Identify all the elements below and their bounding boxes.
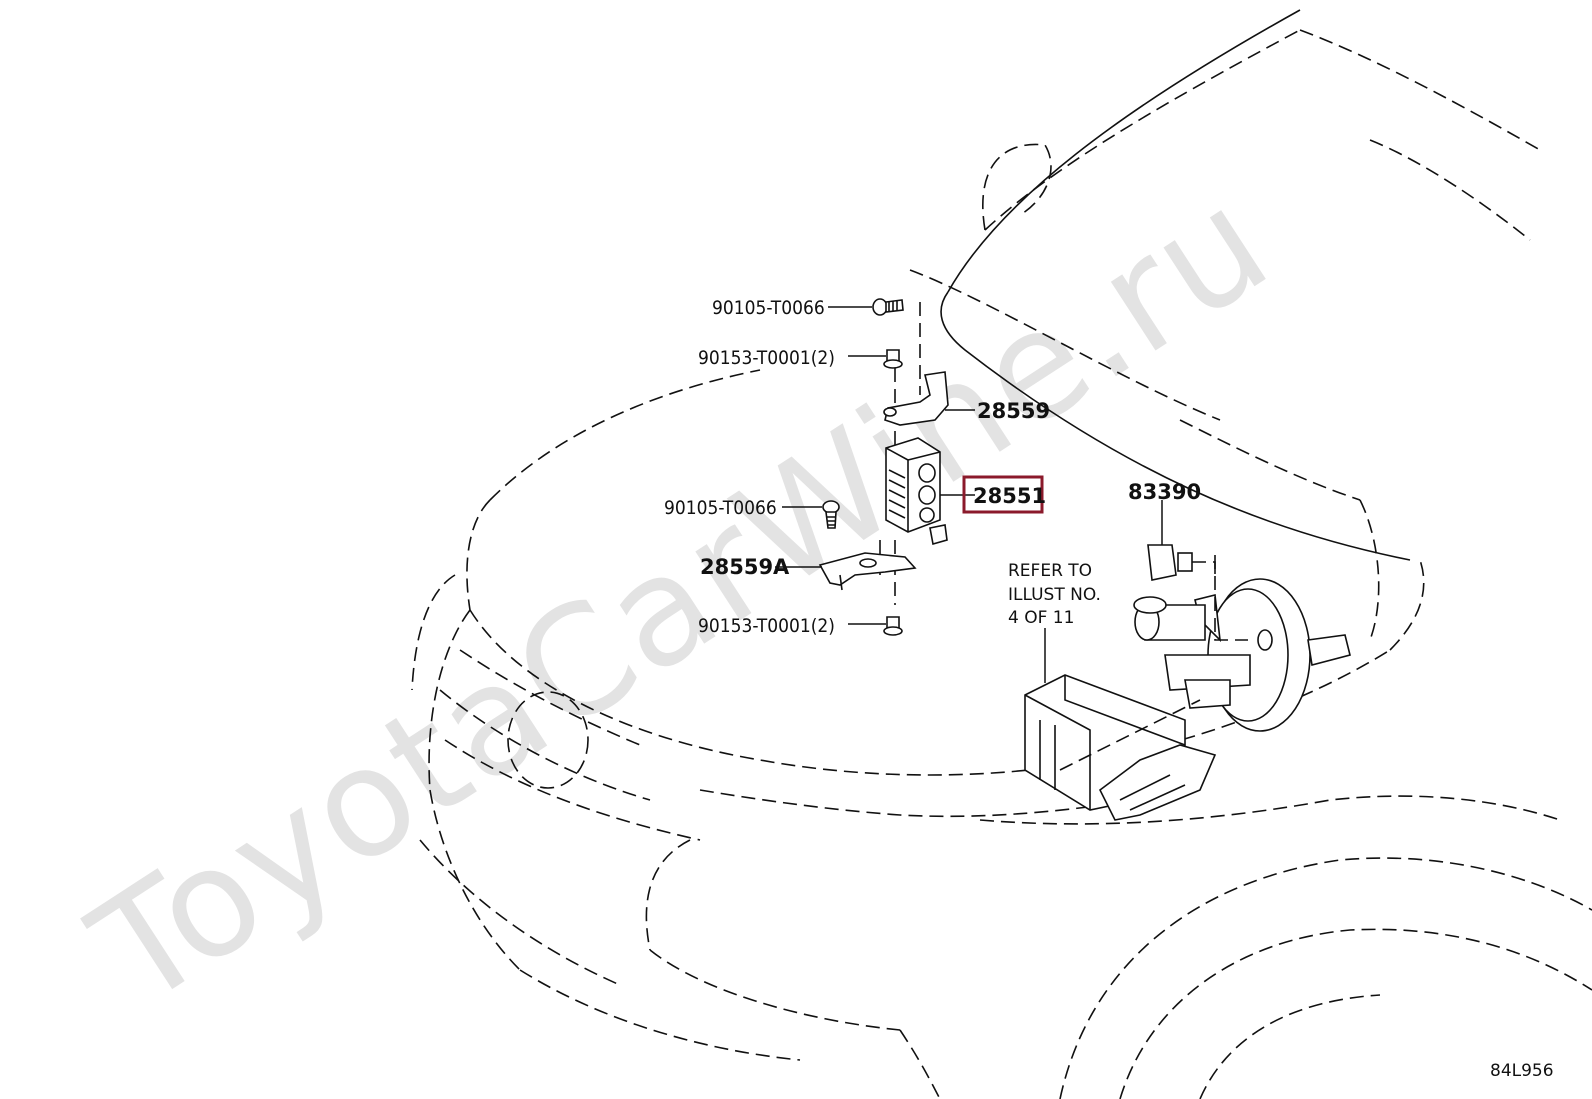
watermark: ToyotaCarWine.ru [64, 155, 1299, 1041]
vehicle-outline [411, 9, 1592, 1099]
callout-bracket-28559a[interactable]: 28559A [700, 555, 790, 579]
refer-note-line-3: 4 OF 11 [1008, 608, 1074, 628]
callout-nut-lower[interactable]: 90153-T0001(2) [698, 615, 835, 637]
relay-block-28551-part [885, 437, 975, 546]
nut-top-icon [883, 349, 903, 369]
bracket-28559-part [883, 371, 975, 426]
callout-switch-83390[interactable]: 83390 [1128, 480, 1201, 504]
nut-lower-icon [883, 616, 903, 636]
callout-relay-block-28551[interactable]: 28551 [973, 484, 1046, 508]
refer-note-line-1: REFER TO [1008, 561, 1092, 581]
callout-bolt-lower[interactable]: 90105-T0066 [664, 497, 777, 519]
bolt-lower-icon [822, 500, 840, 529]
fasteners [782, 298, 904, 636]
refer-note-line-2: ILLUST NO. [1008, 585, 1101, 605]
switch-83390-part [1147, 500, 1216, 581]
battery-box-part [1024, 628, 1217, 821]
diagram-code: 84L956 [1490, 1061, 1554, 1081]
brake-booster [1133, 555, 1351, 732]
bracket-28559a-part [775, 552, 917, 591]
callout-nut-top[interactable]: 90153-T0001(2) [698, 347, 835, 369]
callout-highlight-box [962, 475, 1044, 514]
callout-bolt-top[interactable]: 90105-T0066 [712, 297, 825, 319]
callout-bracket-28559[interactable]: 28559 [977, 399, 1050, 423]
bolt-top-icon [872, 298, 904, 316]
